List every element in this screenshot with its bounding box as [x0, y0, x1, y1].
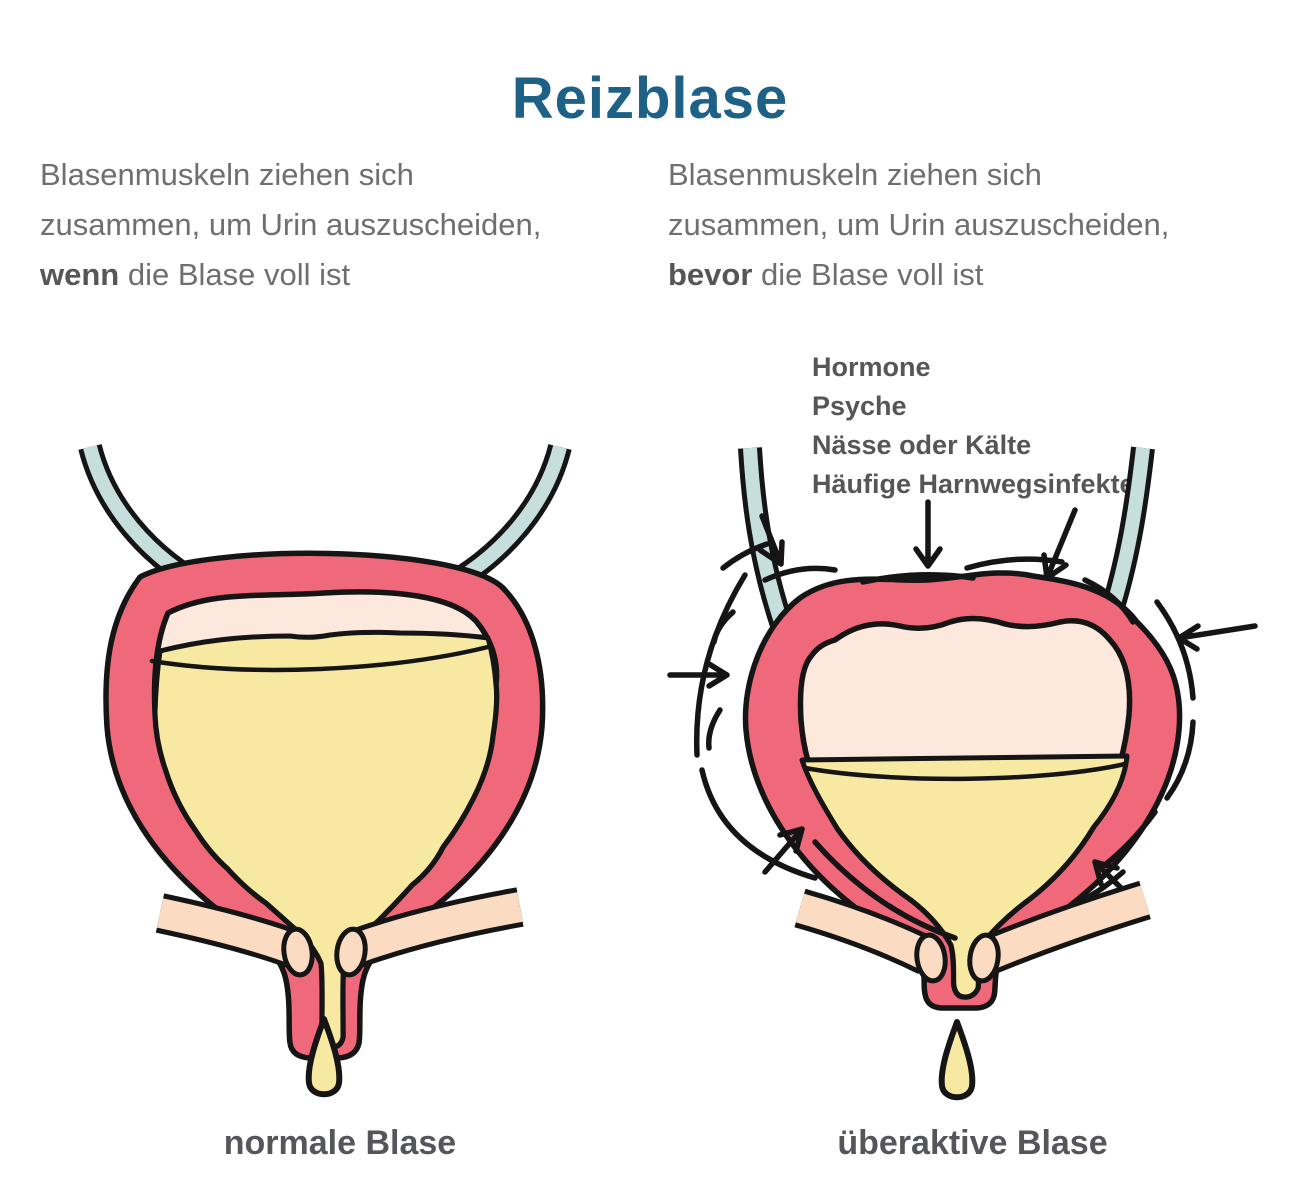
compression-arc	[812, 839, 958, 941]
intro-text-overactive: Blasenmuskeln ziehen sich zusammen, um U…	[668, 150, 1169, 300]
trigger-item: Hormone	[812, 352, 931, 382]
trigger-item: Psyche	[812, 391, 907, 421]
caption-normal-bladder: normale Blase	[223, 1124, 457, 1162]
compression-arc	[1082, 577, 1136, 625]
pressure-arrow	[757, 513, 785, 567]
urine-surface-line	[149, 644, 491, 673]
urine-drop	[305, 1016, 343, 1098]
sphincter-left	[914, 932, 948, 984]
pressure-arrows	[667, 499, 1258, 907]
compression-arc	[693, 572, 748, 758]
pressure-arrow	[1041, 507, 1078, 581]
left-ureter	[738, 447, 795, 632]
emphasis-word: bevor	[668, 257, 753, 292]
intro-line: bevor die Blase voll ist	[668, 257, 984, 292]
pressure-arrow	[1176, 623, 1258, 652]
compression-arc	[699, 767, 818, 881]
sphincter-right	[334, 926, 368, 978]
emphasis-word: wenn	[40, 257, 120, 292]
urine-drop	[938, 1019, 976, 1101]
compression-arc	[711, 609, 736, 645]
pelvic-floor-band-right	[979, 880, 1151, 975]
compression-arc	[1154, 599, 1196, 701]
intro-line: Blasenmuskeln ziehen sich	[40, 157, 414, 192]
bladder-urine	[152, 629, 500, 1050]
normal-bladder-illustration	[78, 443, 572, 1098]
trigger-item: Häufige Harnwegsinfekte	[812, 469, 1135, 499]
pressure-arrow	[762, 826, 805, 875]
intro-line: zusammen, um Urin auszuscheiden,	[40, 207, 542, 242]
intro-text-normal: Blasenmuskeln ziehen sich zusammen, um U…	[40, 150, 541, 300]
pelvic-floor-band-left	[794, 888, 936, 974]
caption-overactive-bladder: überaktive Blase	[837, 1124, 1108, 1162]
trigger-list: Hormone Psyche Nässe oder Kälte Häufige …	[812, 348, 1135, 504]
intro-line: Blasenmuskeln ziehen sich	[668, 157, 1042, 192]
compression-arc	[762, 565, 838, 583]
compression-arc	[705, 707, 723, 751]
page-title: Reizblase	[511, 65, 789, 131]
trigger-item: Nässe oder Kälte	[812, 430, 1032, 460]
overactive-bladder-illustration	[667, 446, 1258, 1101]
compression-arc	[860, 572, 976, 585]
compression-arc	[720, 541, 770, 571]
sphincter-right	[967, 932, 1001, 984]
intro-line: wenn die Blase voll ist	[40, 257, 351, 292]
sphincter-left	[281, 926, 315, 978]
compression-arc	[1164, 719, 1196, 801]
intro-line: zusammen, um Urin auszuscheiden,	[668, 207, 1170, 242]
bladder-urine	[799, 753, 1130, 1000]
pressure-arrow	[667, 661, 730, 689]
pelvic-floor-band-right	[345, 887, 524, 969]
pressure-arrow	[913, 499, 943, 569]
urine-surface-line	[802, 761, 1128, 782]
